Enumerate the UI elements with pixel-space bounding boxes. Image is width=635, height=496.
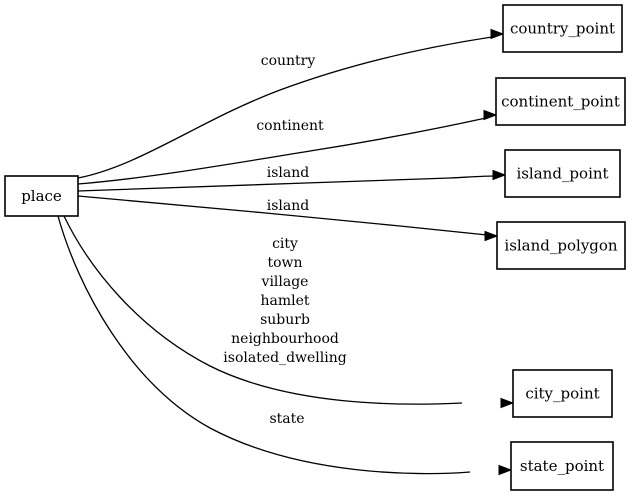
edge-label-line: suburb [260,312,310,328]
edge-label-line: island [267,165,310,181]
edge-labels-layer: country continent island island city town vill… [223,53,346,427]
node-label: place [21,187,62,205]
node-box[interactable] [4,175,79,217]
edge-label-place-to-continent_point: continent [256,118,324,134]
node-state_point[interactable]: state_point [510,441,614,491]
edge-label-place-to-state_point: state [269,411,304,427]
node-place[interactable]: place [4,175,79,217]
arrowhead-icon [484,230,499,242]
node-box[interactable] [496,221,626,270]
edge-line [63,215,463,405]
edge-line [77,117,487,185]
edge-label-line: city [272,236,298,252]
arrowhead-icon [483,109,498,121]
edge-label-place-to-island_polygon: island [267,198,310,214]
node-label: state_point [520,457,604,475]
edge-label-line: continent [256,118,324,134]
edges-layer [57,28,515,476]
node-island_point[interactable]: island_point [504,149,621,198]
edge-label-line: state [269,411,304,427]
node-label: continent_point [501,93,620,111]
node-label: island_point [516,165,608,183]
edge-label-place-to-country_point: country [261,53,316,69]
edge-label-line: town [267,255,302,271]
node-box[interactable] [512,369,613,418]
edge-label-line: neighbourhood [231,331,339,347]
edge-label-line: village [261,274,309,290]
edge-line [77,175,496,192]
edge-label-line: isolated_dwelling [223,350,346,366]
edge-line [77,195,488,236]
edge-place-to-state_point [57,215,513,476]
node-label: country_point [510,20,615,38]
node-continent_point[interactable]: continent_point [495,77,626,126]
node-island_polygon[interactable]: island_polygon [496,221,626,270]
edge-label-line: country [261,53,316,69]
node-city_point[interactable]: city_point [512,369,613,418]
edge-place-to-city_point [63,215,515,409]
edge-line [57,215,471,475]
edge-place-to-country_point [77,28,505,179]
edge-place-to-continent_point [77,109,498,185]
arrowhead-icon [498,464,513,476]
edge-label-place-to-island_point: island [267,165,310,181]
edge-label-line: island [267,198,310,214]
edge-label-place-to-city_point: city town village hamlet suburb neighbourhood… [223,236,346,366]
edge-line [77,36,493,179]
arrowhead-icon [500,397,515,409]
edge-place-to-island_point [77,169,507,192]
edge-place-to-island_polygon [77,195,499,242]
arrowhead-icon [490,28,505,40]
node-country_point[interactable]: country_point [502,4,623,53]
arrowhead-icon [492,169,507,181]
node-box[interactable] [502,4,623,53]
nodes-layer: place country_point continent_point island_… [4,4,626,491]
node-label: island_polygon [504,237,618,255]
node-label: city_point [525,385,599,403]
node-box[interactable] [495,77,626,126]
edge-label-line: hamlet [260,293,309,309]
node-box[interactable] [510,441,614,491]
node-box[interactable] [504,149,621,198]
